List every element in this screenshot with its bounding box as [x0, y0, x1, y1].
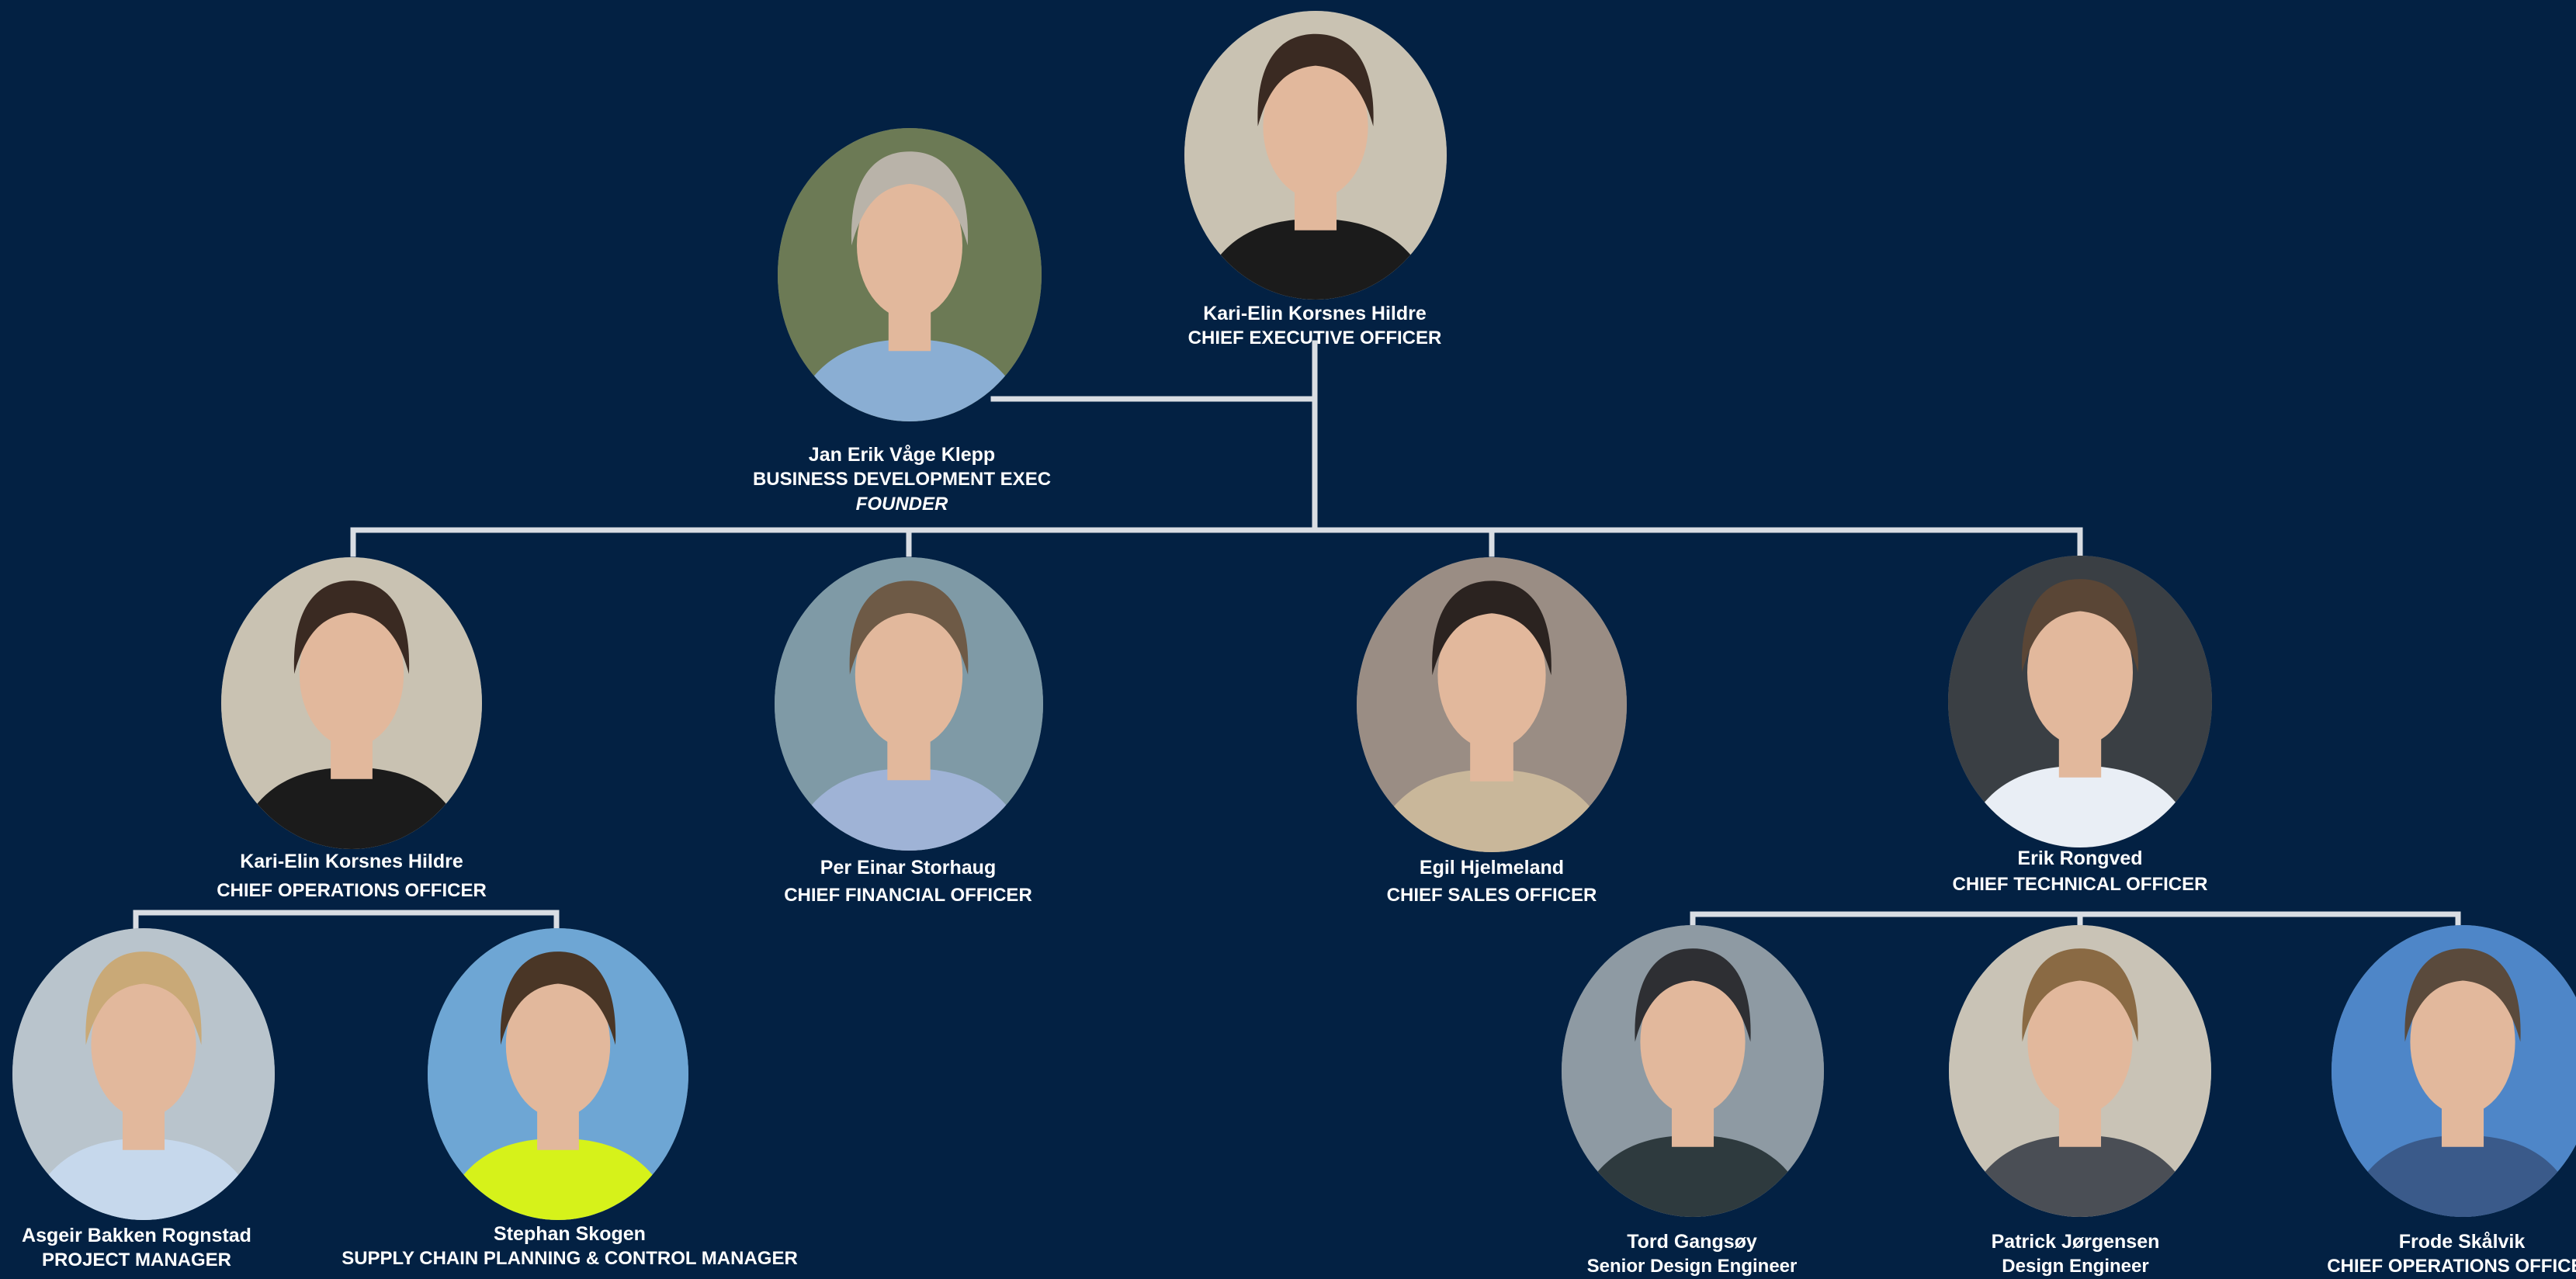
connector-coo-bus: [133, 910, 560, 931]
cfo-photo: [775, 557, 1043, 851]
de-portrait-icon: [1949, 925, 2211, 1217]
founder-role-note: FOUNDER: [855, 494, 948, 515]
de-name: Patrick Jørgensen: [1991, 1231, 2160, 1253]
pm-photo: [12, 928, 275, 1220]
coo-photo: [221, 557, 482, 849]
coo2-photo: [2332, 925, 2576, 1217]
pm-name: Asgeir Bakken Rognstad: [22, 1225, 251, 1246]
founder-title: BUSINESS DEVELOPMENT EXEC: [752, 469, 1052, 490]
de-photo: [1949, 925, 2211, 1217]
coo-title: CHIEF OPERATIONS OFFICER: [217, 880, 487, 901]
sde-title: Senior Design Engineer: [1586, 1256, 1798, 1277]
coo-name: Kari-Elin Korsnes Hildre: [240, 851, 463, 872]
scm-name: Stephan Skogen: [494, 1223, 646, 1245]
ceo-card: Kari-Elin Korsnes Hildre CHIEF EXECUTIVE…: [1188, 301, 1442, 351]
sde-portrait-icon: [1562, 925, 1824, 1217]
cso-title: CHIEF SALES OFFICER: [1386, 885, 1597, 906]
cto-title: CHIEF TECHNICAL OFFICER: [1952, 874, 2208, 895]
cfo-portrait-icon: [775, 557, 1043, 851]
coo-portrait-icon: [221, 557, 482, 849]
founder-name: Jan Erik Våge Klepp: [808, 444, 996, 466]
coo2-portrait-icon: [2332, 925, 2576, 1217]
connector-ceo-founder: [990, 340, 1318, 402]
cso-photo: [1357, 557, 1627, 852]
scm-portrait-icon: [428, 928, 688, 1220]
cfo-card: Per Einar Storhaug CHIEF FINANCIAL OFFIC…: [784, 855, 1032, 908]
cso-portrait-icon: [1357, 557, 1627, 852]
coo2-title: CHIEF OPERATIONS OFFICER: [2327, 1256, 2576, 1277]
ceo-title: CHIEF EXECUTIVE OFFICER: [1187, 328, 1442, 348]
coo2-name: Frode Skålvik: [2398, 1231, 2526, 1253]
pm-portrait-icon: [12, 928, 275, 1220]
scm-photo: [428, 928, 688, 1220]
coo2-card: Frode Skålvik CHIEF OPERATIONS OFFICER: [2327, 1229, 2576, 1279]
cto-photo: [1948, 556, 2212, 847]
sde-card: Tord Gangsøy Senior Design Engineer: [1587, 1229, 1798, 1279]
pm-card: Asgeir Bakken Rognstad PROJECT MANAGER: [22, 1223, 251, 1273]
pm-title: PROJECT MANAGER: [41, 1250, 232, 1270]
ceo-photo: [1184, 11, 1447, 300]
cfo-title: CHIEF FINANCIAL OFFICER: [784, 885, 1032, 906]
founder-card: Jan Erik Våge Klepp BUSINESS DEVELOPMENT…: [753, 442, 1051, 517]
cto-card: Erik Rongved CHIEF TECHNICAL OFFICER: [1953, 846, 2208, 897]
coo-card: Kari-Elin Korsnes Hildre CHIEF OPERATION…: [217, 849, 487, 903]
sde-photo: [1562, 925, 1824, 1217]
de-title: Design Engineer: [2002, 1256, 2149, 1277]
scm-card: Stephan Skogen SUPPLY CHAIN PLANNING & C…: [342, 1222, 798, 1271]
connector-cto-bus: [1690, 911, 2461, 930]
founder-photo: [778, 128, 1042, 421]
cfo-name: Per Einar Storhaug: [820, 857, 997, 879]
scm-title: SUPPLY CHAIN PLANNING & CONTROL MANAGER: [342, 1248, 798, 1269]
founder-portrait-icon: [778, 128, 1042, 421]
cso-card: Egil Hjelmeland CHIEF SALES OFFICER: [1387, 855, 1597, 908]
cto-portrait-icon: [1948, 556, 2212, 847]
de-card: Patrick Jørgensen Design Engineer: [1992, 1229, 2160, 1279]
ceo-name: Kari-Elin Korsnes Hildre: [1203, 303, 1427, 324]
ceo-portrait-icon: [1184, 11, 1447, 300]
cso-name: Egil Hjelmeland: [1419, 857, 1565, 879]
sde-name: Tord Gangsøy: [1627, 1231, 1757, 1253]
cto-name: Erik Rongved: [2017, 847, 2143, 869]
